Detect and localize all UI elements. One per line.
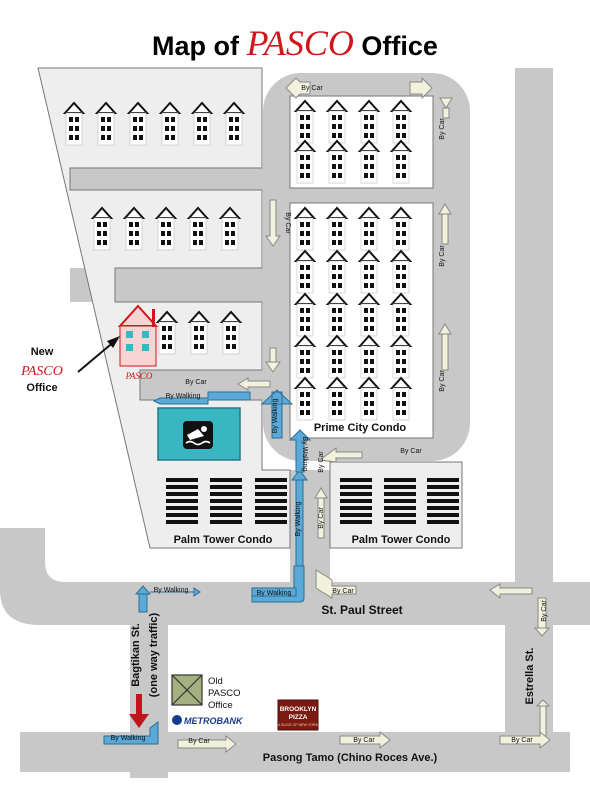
by-car-label: By Car [541,600,548,622]
by-car-label: By Car [439,118,446,140]
svg-text:BROOKLYN: BROOKLYN [280,706,317,713]
old-office-marker [171,674,203,706]
by-walking-label: By Walking [295,502,302,537]
old-office-label-line3: Office [208,700,233,711]
by-car-label: By Car [318,507,325,529]
by-car-label: By Car [332,588,354,595]
by-car-label: By Car [301,85,323,92]
palm-tower-left-label: Palm Tower Condo [174,534,273,546]
old-office-label-line1: Old [208,676,223,687]
bagtikan-label-line2: (one way traffic) [148,612,160,697]
by-car-label: By Car [353,737,375,744]
by-car-label: By Car [318,451,325,473]
estrella-label: Estrella St. [524,648,536,705]
new-office-label-brand: PASCO [20,364,63,379]
new-pasco-office-building: PASCO [117,304,159,381]
svg-text:A SLICE OF NEW YORK: A SLICE OF NEW YORK [278,723,319,727]
prime-city-label: Prime City Condo [314,422,407,434]
by-car-label: By Car [185,379,207,386]
by-walking-label: By Walking [166,393,201,400]
by-walking-label: By Walking [272,399,279,434]
st-paul-label: St. Paul Street [321,603,402,617]
title-brand: PASCO [246,23,354,63]
street-labels: St. Paul Street Pasong Tamo (Chino Roces… [130,603,536,764]
one-way-arrow [129,694,149,728]
pointer-arrow-icon [77,336,120,373]
swimming-icon [183,421,213,449]
svg-text:PIZZA: PIZZA [289,714,308,721]
title-suffix: Office [361,31,438,61]
estrella-road [515,68,553,625]
by-walking-label: By Walking [257,590,292,597]
by-walking-label: By Walking [111,735,146,742]
new-office-label-line1: New [31,346,54,358]
route-labels: By Car By Car By Car By Car By Car By Ca… [111,85,548,745]
svg-text:METROBANK: METROBANK [184,716,244,726]
car-route-arrows [177,76,551,754]
palm-tower-east-block [329,461,463,549]
by-car-label: By Car [439,245,446,267]
house-brand-label: PASCO [125,371,153,381]
title-prefix: Map of [152,31,240,61]
metrobank-logo: METROBANK [172,715,244,726]
by-walking-label: By Walking [301,437,308,472]
by-car-label: By Car [188,738,210,745]
old-office-label-line2: PASCO [208,688,241,699]
place-labels: Prime City Condo Palm Tower Condo Palm T… [20,346,451,711]
brooklyn-pizza-logo: BROOKLYN PIZZA A SLICE OF NEW YORK [277,699,319,731]
new-office-label-line3: Office [26,382,57,394]
map-title: Map of PASCO Office [0,22,590,64]
drive-upper [70,168,280,190]
by-car-label: By Car [439,370,446,392]
by-walking-label: By Walking [154,587,189,594]
by-car-label: By Car [511,737,533,744]
by-car-label: By Car [284,212,291,234]
walking-route-arrows [103,389,312,745]
by-car-label: By Car [400,448,422,455]
palm-tower-right-label: Palm Tower Condo [352,534,451,546]
pool [157,407,241,461]
bagtikan-label-line1: Bagtikan St. [130,623,142,687]
pasong-tamo-label: Pasong Tamo (Chino Roces Ave.) [263,752,438,764]
